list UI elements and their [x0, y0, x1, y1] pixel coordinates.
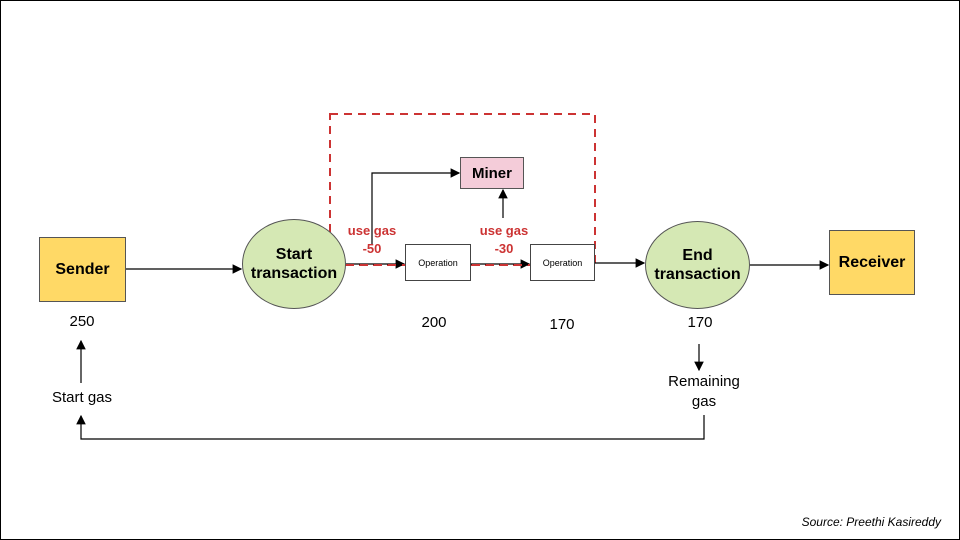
arrow-gas-to-miner-1: [371, 168, 461, 244]
remaining-gas-label: Remaining gas: [668, 373, 740, 410]
source-caption: Source: Preethi Kasireddy: [801, 515, 941, 529]
value-sender-gas: 250: [69, 313, 95, 330]
gas-usage-label-1: use gas -50: [347, 223, 397, 256]
start-transaction-node: Start transaction: [242, 219, 346, 309]
operation-node-2: Operation: [530, 244, 595, 281]
return-line: [76, 414, 705, 440]
operation-node-1: Operation: [405, 244, 471, 281]
end-transaction-node: End transaction: [645, 221, 750, 309]
start-gas-label: Start gas: [51, 389, 113, 406]
gas-usage-label-2: use gas -30: [479, 223, 529, 256]
miner-node: Miner: [460, 157, 524, 189]
receiver-node: Receiver: [829, 230, 915, 295]
start-transaction-label: Start transaction: [250, 246, 338, 282]
value-after-op2: 170: [549, 316, 575, 333]
value-end-gas: 170: [687, 314, 713, 331]
end-transaction-label: End transaction: [654, 247, 741, 283]
sender-node: Sender: [39, 237, 126, 302]
value-after-op1: 200: [421, 314, 447, 331]
